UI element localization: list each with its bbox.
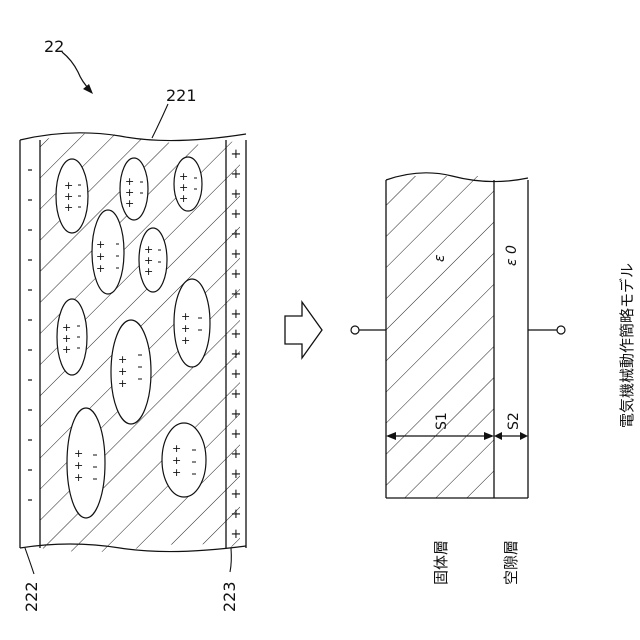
svg-text:+: + xyxy=(64,201,73,214)
svg-text:+: + xyxy=(231,427,242,442)
model-title: 電気機械動作簡略モデル xyxy=(618,263,636,428)
terminal-left xyxy=(351,326,386,334)
svg-text:+: + xyxy=(231,447,242,462)
particle: +++ xyxy=(57,299,87,375)
s1-label: S1 xyxy=(434,412,450,430)
svg-text:+: + xyxy=(231,507,242,522)
particle: +++ xyxy=(174,157,202,211)
epsilon0-label: ε 0 xyxy=(504,245,520,266)
svg-text:+: + xyxy=(231,227,242,242)
particle: +++ xyxy=(56,159,88,233)
ref-22-marker: 22 xyxy=(44,37,93,94)
svg-text:+: + xyxy=(231,287,242,302)
svg-text:+: + xyxy=(231,347,242,362)
svg-text:+: + xyxy=(231,467,242,482)
svg-text:+: + xyxy=(231,307,242,322)
ref-electrode-left-label: 222 xyxy=(22,581,41,612)
svg-text:+: + xyxy=(231,267,242,282)
air-gap-layer-model xyxy=(494,180,528,498)
particle: +++ xyxy=(92,210,124,294)
transform-arrow-icon xyxy=(285,302,322,358)
svg-text:+: + xyxy=(96,262,105,275)
ref-electrode-right-label: 223 xyxy=(220,581,239,612)
svg-text:+: + xyxy=(125,197,134,210)
svg-text:+: + xyxy=(74,471,83,484)
left-electrode-minus-signs xyxy=(28,170,32,500)
particle: +++ xyxy=(120,158,148,220)
svg-text:+: + xyxy=(118,377,127,390)
solid-layer-model xyxy=(386,176,494,498)
particle: +++ xyxy=(139,228,167,292)
terminal-right xyxy=(528,326,565,334)
ref-solid-label: 221 xyxy=(166,86,197,105)
air-gap-label: 空隙層 xyxy=(502,540,520,585)
dimension-s2: S2 xyxy=(494,412,528,440)
svg-text:+: + xyxy=(231,407,242,422)
ref-main-label: 22 xyxy=(44,37,64,56)
svg-text:+: + xyxy=(231,387,242,402)
epsilon-label: ε xyxy=(432,254,448,262)
particle: +++ xyxy=(67,408,105,518)
particle: +++ xyxy=(162,423,206,497)
svg-text:+: + xyxy=(144,265,153,278)
svg-text:+: + xyxy=(179,192,188,205)
svg-text:+: + xyxy=(231,327,242,342)
svg-text:+: + xyxy=(231,487,242,502)
solid-layer-label: 固体層 xyxy=(432,540,450,585)
particle: +++ xyxy=(174,279,210,367)
svg-text:+: + xyxy=(231,147,242,162)
ref-223-marker: 223 xyxy=(220,548,239,612)
s2-label: S2 xyxy=(506,412,522,430)
svg-text:+: + xyxy=(231,207,242,222)
svg-text:+: + xyxy=(231,187,242,202)
svg-text:+: + xyxy=(62,343,71,356)
particle: +++ xyxy=(111,320,151,424)
svg-text:+: + xyxy=(231,247,242,262)
svg-text:+: + xyxy=(231,167,242,182)
svg-text:+: + xyxy=(231,527,242,542)
ref-222-marker: 222 xyxy=(22,548,41,612)
svg-text:+: + xyxy=(181,334,190,347)
svg-text:+: + xyxy=(231,367,242,382)
ref-221-marker: 221 xyxy=(152,86,197,138)
svg-text:+: + xyxy=(172,466,181,479)
